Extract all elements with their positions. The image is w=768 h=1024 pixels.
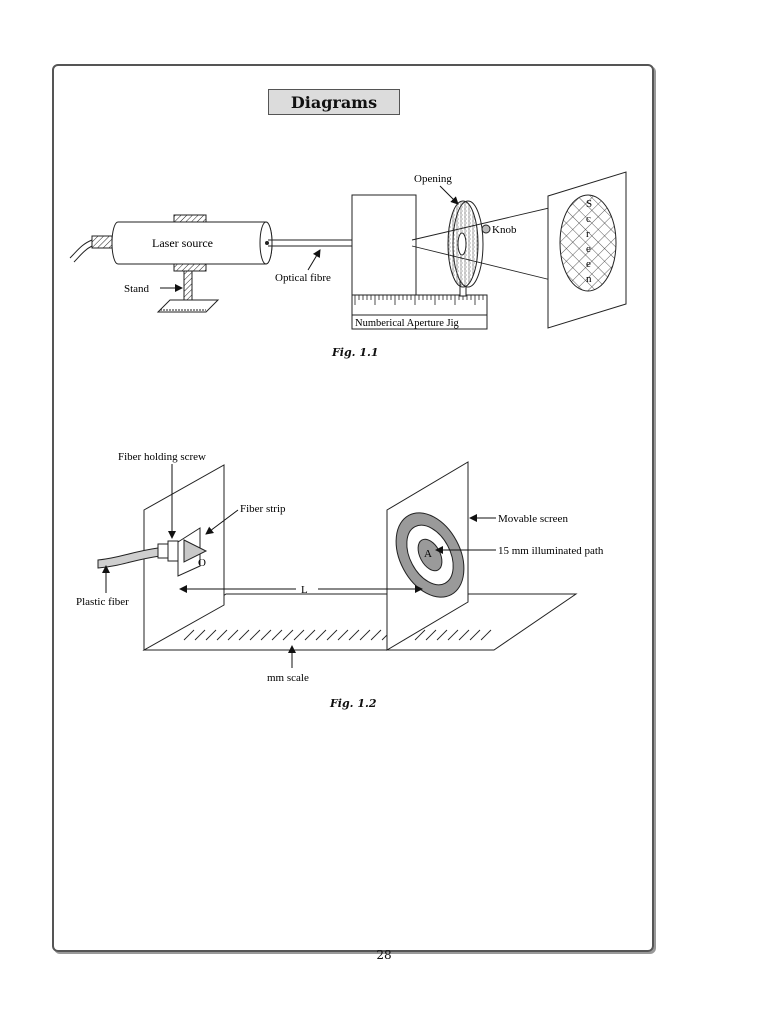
figure-1-2: Fiber holding screw Fiber strip Plastic …: [76, 451, 604, 684]
fiber-screw: [167, 540, 179, 562]
svg-text:e: e: [586, 243, 591, 255]
scale-tick: [271, 629, 283, 641]
figure-1-2-caption: Fig. 1.2: [330, 697, 377, 710]
scale-tick: [348, 629, 360, 641]
laser-source: [111, 214, 273, 272]
opening-label: Opening: [414, 173, 452, 185]
jig-scale-ticks: [354, 295, 484, 305]
aperture-jig: [351, 194, 488, 330]
page-number: 28: [376, 948, 392, 962]
scale-tick: [447, 629, 459, 641]
scale-tick: [238, 629, 250, 641]
movable-screen-label: Movable screen: [498, 513, 568, 525]
scale-tick: [227, 629, 239, 641]
scale-tick: [337, 629, 349, 641]
knob-label: Knob: [492, 224, 517, 236]
scale-tick: [249, 629, 261, 641]
illuminated-label: 15 mm illuminated path: [498, 545, 604, 557]
scale-tick: [359, 629, 371, 641]
aperture-disc: [447, 200, 491, 297]
fibre-arrow: [307, 249, 321, 271]
fiber-strip-label: Fiber strip: [240, 503, 286, 515]
fiber-strip-arrow: [205, 509, 239, 535]
cable-connector: [91, 235, 113, 249]
a-label: A: [424, 548, 432, 560]
scale-tick: [480, 629, 492, 641]
scale-tick: [469, 629, 481, 641]
figure-1-1: Laser source Stand Optical fibre Numberi…: [69, 171, 627, 330]
scale-tick: [326, 629, 338, 641]
laser-cable: [69, 239, 93, 263]
jig-label: Numberical Aperture Jig: [355, 318, 460, 329]
svg-text:n: n: [586, 273, 592, 285]
mm-scale-label: mm scale: [267, 672, 309, 684]
projection-screen: [547, 171, 627, 329]
page-frame: [52, 64, 654, 952]
scale-tick: [216, 629, 228, 641]
o-label: O: [198, 557, 206, 569]
scale-tick: [436, 629, 448, 641]
page-title: Diagrams: [268, 89, 400, 115]
scale-tick: [282, 629, 294, 641]
scale-tick: [304, 629, 316, 641]
scale-tick: [370, 629, 382, 641]
plastic-fiber-label: Plastic fiber: [76, 596, 129, 608]
scale-tick: [458, 629, 470, 641]
scale-tick: [315, 629, 327, 641]
svg-text:r: r: [586, 228, 590, 240]
scale-tick: [414, 629, 426, 641]
scale-tick: [293, 629, 305, 641]
stand-label: Stand: [124, 283, 150, 295]
opening-arrow: [439, 185, 459, 205]
scale-tick: [260, 629, 272, 641]
figure-1-1-caption: Fig. 1.1: [332, 346, 379, 359]
svg-text:S: S: [586, 198, 592, 210]
scale-tick: [194, 629, 206, 641]
scale-tick: [183, 629, 195, 641]
knob-icon: [481, 224, 491, 234]
screen-letters: S c r e e n: [586, 198, 592, 285]
illuminated-rings: [395, 512, 465, 598]
scale-tick: [205, 629, 217, 641]
laser-label: Laser source: [152, 236, 213, 250]
svg-text:e: e: [586, 258, 591, 270]
scale-tick: [425, 629, 437, 641]
holding-screw-label: Fiber holding screw: [118, 451, 206, 463]
fiber-tip-icon: [183, 539, 208, 563]
fiber-connector: [157, 543, 169, 559]
fibre-label: Optical fibre: [275, 272, 331, 284]
l-label: L: [301, 584, 308, 596]
laser-stand: [156, 270, 220, 313]
svg-text:c: c: [586, 213, 591, 225]
